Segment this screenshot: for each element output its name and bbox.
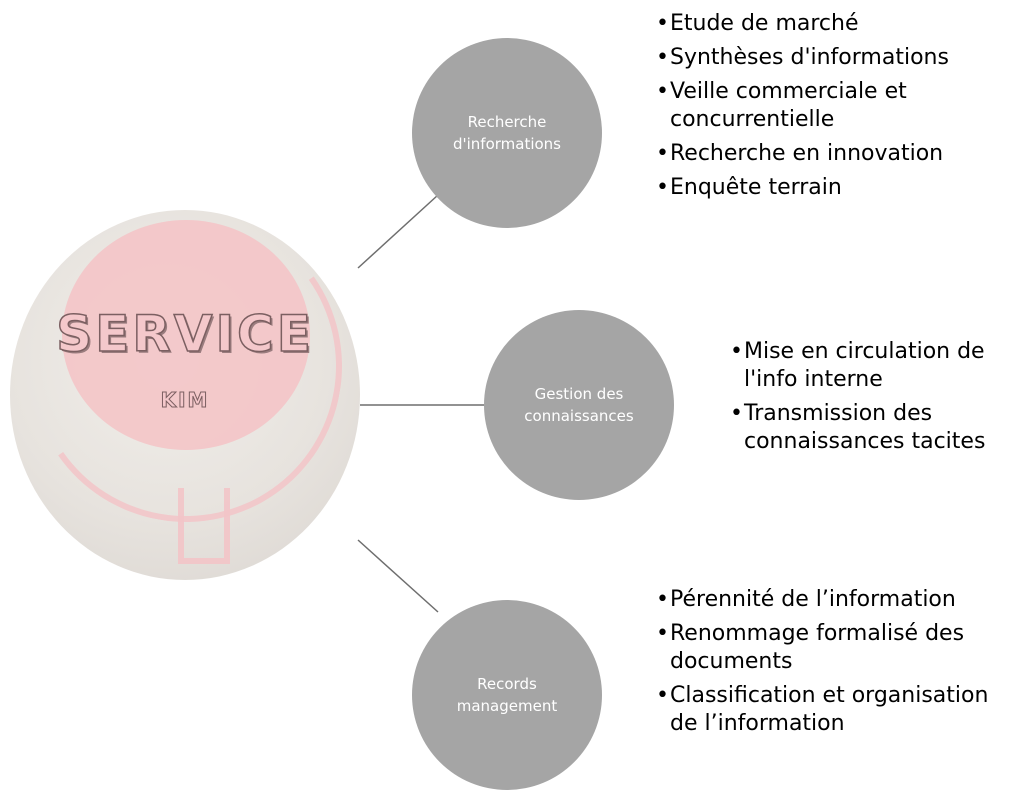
node-records-management: Records management (412, 600, 602, 790)
logo-subtitle: KIM (160, 388, 210, 413)
list-item: Enquête terrain (656, 174, 1006, 202)
logo-title: SERVICE (55, 304, 314, 364)
list-item: Transmission des connaissances tacites (730, 400, 1010, 456)
list-item: Veille commerciale et concurrentielle (656, 78, 1006, 134)
service-kim-logo: SERVICE KIM (10, 210, 360, 580)
list-item: Recherche en innovation (656, 140, 1006, 168)
node-label: Gestion des connaissances (524, 385, 634, 425)
list-item: Pérennité de l’information (656, 586, 1006, 614)
node-label: Records management (456, 675, 558, 715)
connector-line-recherche (357, 194, 439, 269)
logo-globe (62, 220, 310, 450)
list-item: Classification et organisation de l’info… (656, 682, 1006, 738)
bullet-list-gestion: Mise en circulation de l'info interne Tr… (730, 338, 1010, 462)
list-item: Mise en circulation de l'info interne (730, 338, 1010, 394)
list-item: Etude de marché (656, 10, 1006, 38)
node-gestion-connaissances: Gestion des connaissances (484, 310, 674, 500)
logo-globe-stand (178, 488, 230, 564)
list-item: Renommage formalisé des documents (656, 620, 1006, 676)
list-item: Synthèses d'informations (656, 44, 1006, 72)
bullet-list-recherche: Etude de marché Synthèses d'informations… (656, 10, 1006, 208)
bullet-list-records: Pérennité de l’information Renommage for… (656, 586, 1006, 744)
node-recherche-informations: Recherche d'informations (412, 38, 602, 228)
connector-line-records (357, 539, 439, 613)
node-label: Recherche d'informations (452, 113, 562, 153)
